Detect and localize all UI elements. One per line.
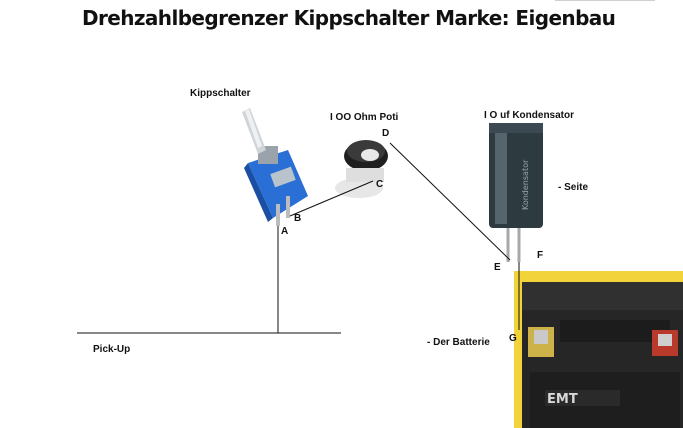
battery-logo-text: EMT bbox=[547, 392, 578, 407]
capacitor-image: Kondensator bbox=[489, 123, 543, 262]
poti-label: I OO Ohm Poti bbox=[330, 112, 399, 123]
point-b-label: B bbox=[294, 213, 302, 224]
potentiometer-image bbox=[335, 140, 388, 198]
point-d-label: D bbox=[382, 128, 390, 139]
side-label: - Seite bbox=[558, 182, 589, 193]
wire-b-to-c bbox=[289, 180, 374, 217]
point-f-label: F bbox=[537, 250, 544, 261]
point-a-label: A bbox=[281, 226, 289, 237]
point-g-label: G bbox=[509, 333, 517, 344]
switch-label: Kippschalter bbox=[190, 88, 251, 99]
wire-d-to-e bbox=[389, 142, 511, 261]
battery-image: EMT bbox=[514, 271, 683, 428]
capacitor-print-text: Kondensator bbox=[521, 159, 530, 210]
pickup-label: Pick-Up bbox=[93, 344, 131, 355]
diagram-title: Drehzahlbegrenzer Kippschalter Marke: Ei… bbox=[82, 6, 616, 30]
wires bbox=[77, 142, 520, 334]
point-e-label: E bbox=[494, 262, 501, 273]
toggle-switch-image bbox=[242, 108, 308, 226]
battery-label: - Der Batterie bbox=[427, 337, 490, 348]
capacitor-label: I O uf Kondensator bbox=[484, 110, 574, 121]
top-edge-line bbox=[555, 0, 655, 1]
point-c-label: C bbox=[376, 179, 384, 190]
